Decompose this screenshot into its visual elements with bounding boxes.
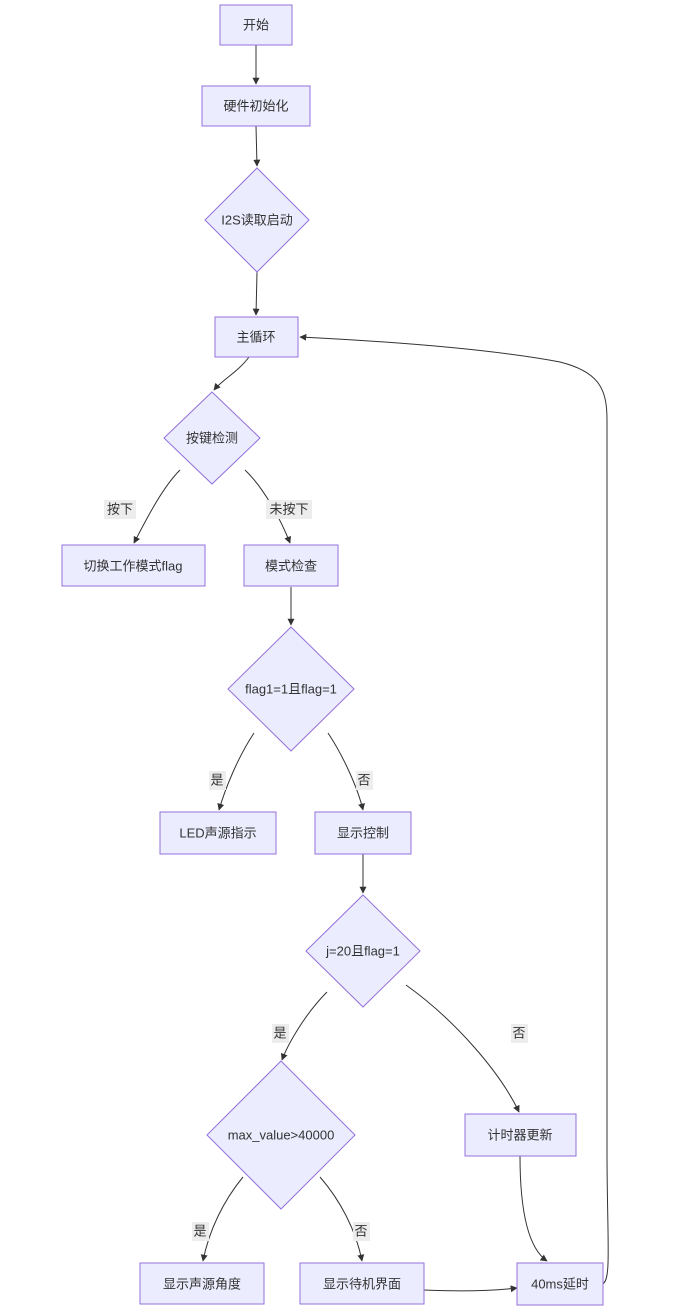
node-timer-update[interactable]: 计时器更新	[464, 1113, 577, 1157]
node-flag-condition-label: flag1=1且flag=1	[245, 681, 337, 696]
node-j-condition-label: j=20且flag=1	[325, 943, 400, 958]
edge-dispidle-delay40ms	[423, 1285, 518, 1293]
node-max-value-condition-label: max_value>40000	[228, 1127, 335, 1142]
node-display-idle-screen-label: 显示待机界面	[323, 1276, 401, 1291]
node-toggle-work-mode-flag-label: 切换工作模式flag	[84, 558, 183, 573]
edge-label-maxvalue-yes: 是	[192, 1222, 209, 1241]
node-mode-check[interactable]: 模式检查	[243, 544, 339, 587]
edge-label-key-not-pressed: 未按下	[266, 500, 312, 519]
edge-label-flag-yes-text: 是	[210, 772, 223, 787]
node-layer: 开始 硬件初始化 I2S读取启动 主循环 按键检测 切换工作模式flag 模式检…	[61, 4, 604, 1306]
edge-label-j-yes: 是	[272, 1024, 289, 1043]
node-delay-40ms[interactable]: 40ms延时	[516, 1262, 604, 1306]
node-mode-check-label: 模式检查	[265, 558, 317, 573]
node-main-loop-label: 主循环	[236, 329, 275, 344]
edge-timerupd-delay40ms	[519, 1155, 548, 1262]
node-display-control[interactable]: 显示控制	[314, 811, 412, 855]
node-hardware-init-label: 硬件初始化	[223, 98, 288, 113]
node-start[interactable]: 开始	[219, 4, 293, 46]
node-delay-40ms-label: 40ms延时	[531, 1276, 589, 1291]
node-key-detect[interactable]: 按键检测	[163, 391, 261, 485]
node-led-sound-source-indicator-label: LED声源指示	[179, 825, 256, 840]
edge-label-maxvalue-no: 否	[353, 1222, 370, 1241]
edge-label-key-not-pressed-text: 未按下	[269, 501, 308, 516]
edge-label-j-no-text: 否	[512, 1025, 525, 1040]
edge-layer	[133, 45, 609, 1293]
edge-flagcheck-dispctrl	[327, 732, 365, 811]
node-i2s-read-start-label: I2S读取启动	[221, 212, 293, 227]
edge-hwinit-i2sstart	[253, 125, 261, 167]
node-timer-update-label: 计时器更新	[487, 1127, 552, 1142]
edge-label-flag-no-text: 否	[357, 772, 370, 787]
node-start-label: 开始	[243, 17, 269, 32]
edge-label-key-pressed-text: 按下	[107, 501, 133, 516]
edge-maxvalue-dispidle	[319, 1176, 365, 1262]
node-led-sound-source-indicator[interactable]: LED声源指示	[159, 811, 277, 855]
edge-label-maxvalue-yes-text: 是	[193, 1223, 206, 1238]
edge-label-layer: 按下 未按下 是 否 是 否 是 否	[104, 500, 528, 1241]
node-display-sound-angle[interactable]: 显示声源角度	[139, 1262, 265, 1305]
edge-jcheck-timerupd	[405, 984, 520, 1113]
edge-jcheck-maxvalue	[280, 991, 328, 1061]
node-hardware-init[interactable]: 硬件初始化	[201, 85, 311, 127]
node-key-detect-label: 按键检测	[186, 430, 238, 445]
node-toggle-work-mode-flag[interactable]: 切换工作模式flag	[61, 544, 206, 587]
edge-label-key-pressed: 按下	[104, 500, 136, 519]
edge-label-flag-no: 否	[356, 771, 373, 790]
edge-i2sstart-mainloop	[252, 271, 260, 316]
node-display-sound-angle-label: 显示声源角度	[163, 1276, 241, 1291]
edge-delay40ms-mainloop-loopback	[299, 333, 609, 1285]
edge-label-maxvalue-no-text: 否	[354, 1223, 367, 1238]
edge-label-j-yes-text: 是	[273, 1025, 286, 1040]
edge-flagcheck-ledsource	[217, 732, 255, 811]
node-flag-condition[interactable]: flag1=1且flag=1	[227, 626, 355, 752]
node-max-value-condition[interactable]: max_value>40000	[206, 1060, 356, 1210]
edge-label-j-no: 否	[511, 1024, 528, 1043]
edge-maxvalue-dispangle	[200, 1176, 244, 1262]
edge-label-flag-yes: 是	[209, 771, 226, 790]
node-j-condition[interactable]: j=20且flag=1	[305, 894, 421, 1008]
edge-keydetect-toggleflag	[133, 469, 181, 544]
node-i2s-read-start[interactable]: I2S读取启动	[204, 167, 310, 273]
node-display-control-label: 显示控制	[337, 825, 389, 840]
node-main-loop[interactable]: 主循环	[214, 316, 299, 358]
node-display-idle-screen[interactable]: 显示待机界面	[299, 1262, 425, 1305]
edge-mainloop-keydetect	[213, 356, 250, 391]
